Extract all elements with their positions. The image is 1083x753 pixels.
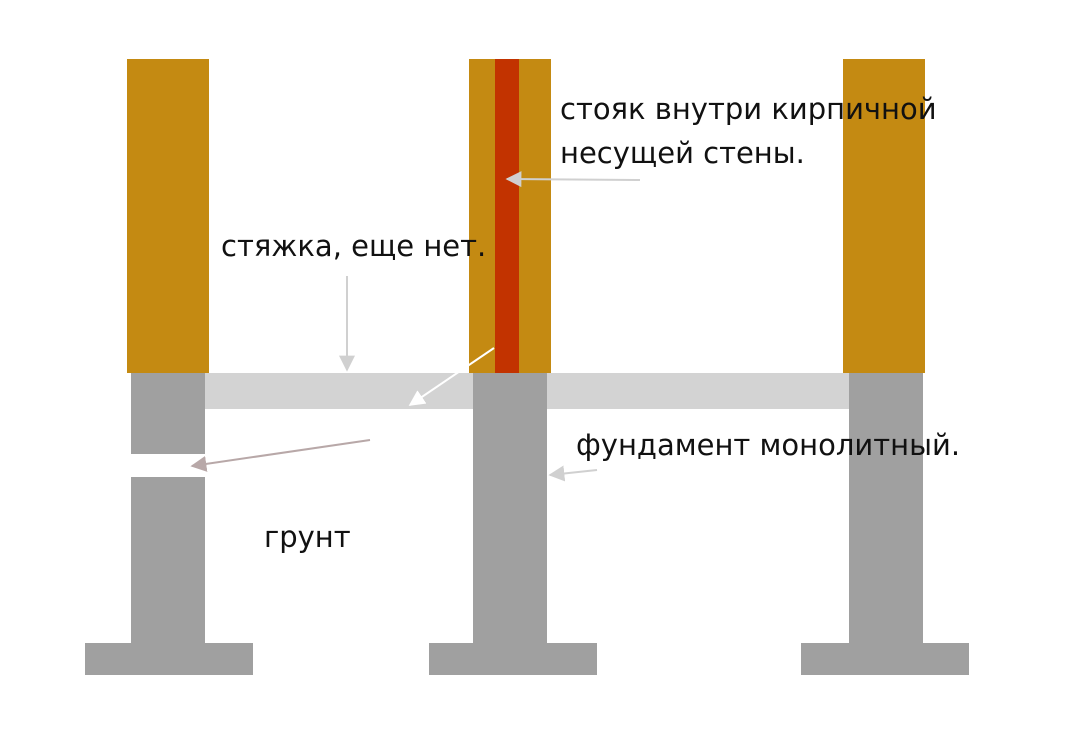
right-foundation-footing <box>801 643 969 675</box>
right-foundation-column <box>849 373 923 645</box>
riser-pipe <box>495 59 519 373</box>
left-brick-wall <box>127 59 209 373</box>
screed-label: стяжка, еще нет. <box>221 229 486 263</box>
riser-arrow <box>505 171 641 188</box>
riser-label-line2: несущей стены. <box>560 136 805 170</box>
pipe-to-screed-arrow <box>408 347 495 406</box>
left-foundation-footing <box>85 643 253 675</box>
ground-arrow <box>190 439 371 472</box>
left-foundation-upper <box>131 373 205 454</box>
left-foundation-lower <box>131 477 205 645</box>
right-brick-wall <box>843 59 925 373</box>
middle-foundation-column <box>473 373 547 645</box>
riser-label-line1: стояк внутри кирпичной <box>560 92 937 126</box>
foundation-label: фундамент монолитный. <box>576 428 960 462</box>
foundation-arrow <box>548 465 598 482</box>
ground-label: грунт <box>264 520 351 554</box>
middle-foundation-footing <box>429 643 597 675</box>
